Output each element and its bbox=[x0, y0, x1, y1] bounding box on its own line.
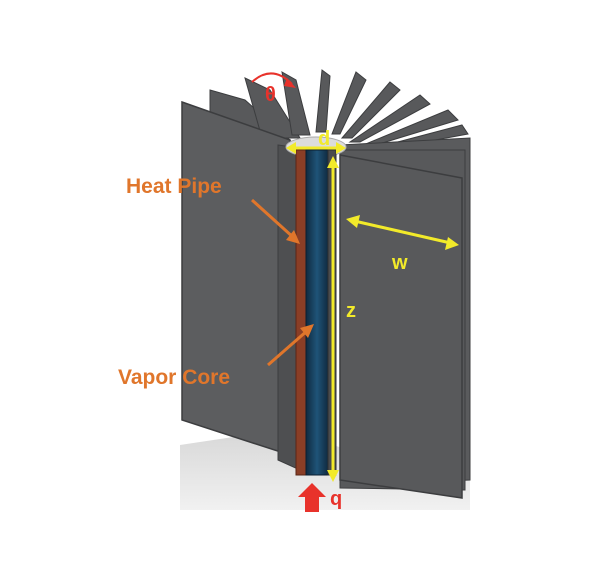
q-label: q bbox=[330, 488, 343, 510]
heat-pipe-leader-head bbox=[286, 230, 300, 244]
d-arrow-left bbox=[286, 142, 296, 154]
fin-left-back bbox=[181, 100, 291, 457]
w-dimension-line bbox=[349, 218, 456, 246]
vapor-core-leader bbox=[267, 328, 309, 367]
d-arrow-right bbox=[336, 142, 346, 154]
heat-pipe-wall bbox=[295, 149, 307, 476]
z-label: z bbox=[346, 300, 356, 322]
fin-right-front bbox=[339, 154, 463, 499]
z-arrow-bottom bbox=[327, 470, 339, 482]
heat-pipe-leader bbox=[250, 198, 296, 240]
heat-pipe-label: Heat Pipe bbox=[126, 175, 222, 198]
theta-arrow bbox=[284, 78, 296, 88]
d-label: d bbox=[318, 128, 331, 150]
w-label: w bbox=[392, 252, 408, 274]
vapor-core bbox=[305, 149, 329, 476]
theta-label: θ bbox=[265, 84, 276, 106]
w-arrow-left bbox=[346, 215, 360, 228]
q-heat-arrow bbox=[298, 483, 326, 512]
vapor-core-label: Vapor Core bbox=[118, 366, 231, 389]
z-arrow-top bbox=[327, 156, 339, 168]
w-arrow-right bbox=[445, 237, 459, 250]
vapor-core-leader-head bbox=[300, 324, 314, 338]
